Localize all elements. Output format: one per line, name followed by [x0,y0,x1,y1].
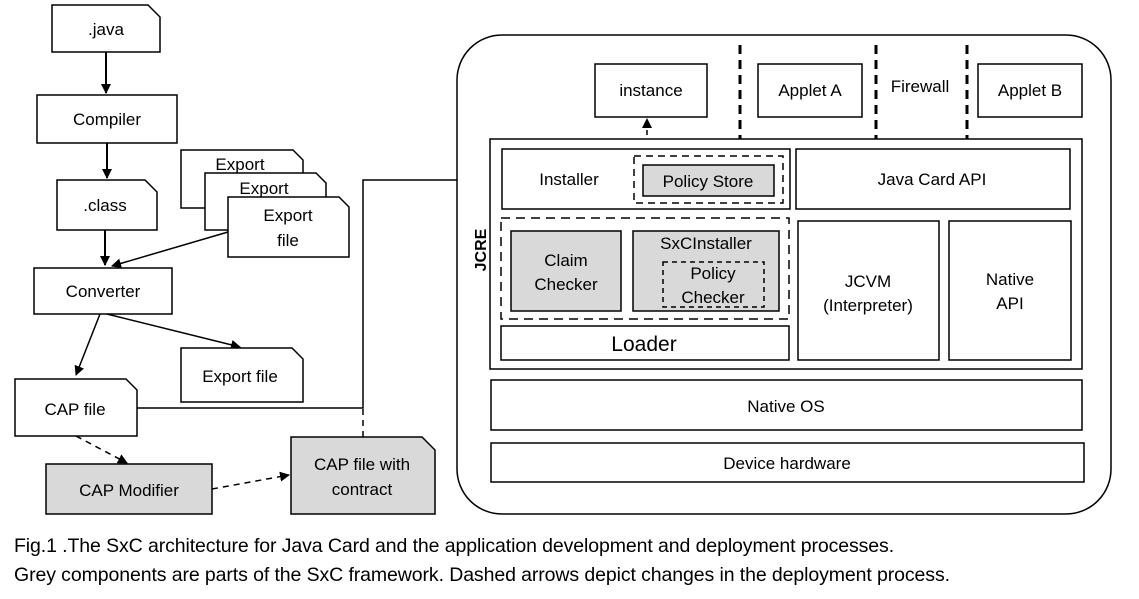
sxc-installer-node: SxCInstaller Policy Checker [632,230,780,312]
policy-store-label: Policy Store [663,172,754,191]
loader-node: Loader [500,325,790,361]
installer-label: Installer [539,170,599,189]
device-hardware-node: Device hardware [490,442,1085,483]
dev-process: .java Compiler .class Export Export Expo… [14,4,501,515]
loader-label: Loader [611,333,676,356]
export-file-label: Export file [202,367,278,386]
cap-modifier-label: CAP Modifier [79,481,179,500]
applet-a-label: Applet A [778,81,842,100]
claim-checker-label-1: Claim [544,251,587,270]
native-os-label: Native OS [747,397,824,416]
claim-checker-label-2: Checker [534,275,598,294]
device-hardware-label: Device hardware [723,454,851,473]
export-files-stack: Export Export Export file [180,149,350,258]
jcvm-label-1: JCVM [845,272,891,291]
compiler-label: Compiler [73,110,141,129]
sxc-architecture-diagram: .java Compiler .class Export Export Expo… [14,4,1112,515]
java-source-node: .java [51,4,161,53]
policy-store-dashed-frame [633,155,784,204]
cap-modifier-node: CAP Modifier [45,463,213,515]
converter-label: Converter [66,282,141,301]
cap-contract-label-1: CAP file with [314,455,410,474]
policy-store-node [642,164,775,197]
instance-label: instance [619,81,682,100]
compiler-node: Compiler [36,94,178,144]
applet-b-label: Applet B [998,81,1062,100]
jcvm-label-2: (Interpreter) [823,296,913,315]
class-file-node: .class [56,179,158,231]
java-card-api-label: Java Card API [878,170,987,189]
native-os-node: Native OS [490,379,1083,431]
cap-contract-label-2: contract [332,480,393,499]
policy-checker-label-1: Policy [690,264,736,283]
class-file-label: .class [83,196,126,215]
java-source-label: .java [88,20,124,39]
converter-node: Converter [33,267,173,315]
export-label-3b: file [277,231,299,250]
export-file-node: Export file [180,347,304,403]
policy-checker-label-2: Checker [681,288,745,307]
native-api-label-2: API [996,294,1023,313]
sxc-installer-label: SxCInstaller [660,234,752,253]
java-card-api-node: Java Card API [795,148,1071,210]
native-api-label-1: Native [986,270,1034,289]
native-api-node: Native API [948,220,1072,361]
claim-checker-node: Claim Checker [510,230,622,312]
cap-contract-node: CAP file with contract [290,436,436,515]
caption-line-2: Grey components are parts of the SxC fra… [14,564,950,586]
instance-node: instance [594,63,708,118]
applet-b-node: Applet B [977,63,1083,118]
applet-a-node: Applet A [757,63,863,118]
java-card: instance Applet A Firewall Applet B JCRE… [456,34,1112,515]
jcre-label: JCRE [473,228,490,271]
export-label-2: Export [239,179,288,198]
loader-dashed-frame [500,217,790,320]
jcvm-node: JCVM (Interpreter) [797,220,940,361]
cap-file-node: CAP file [14,378,138,437]
cap-file-label: CAP file [44,400,105,419]
export-label-3a: Export [263,206,312,225]
firewall-label: Firewall [891,77,950,96]
installer-node: Installer Policy Store [501,148,791,210]
caption-line-1: Fig.1 .The SxC architecture for Java Car… [14,535,895,557]
export-label-1: Export [215,155,264,174]
